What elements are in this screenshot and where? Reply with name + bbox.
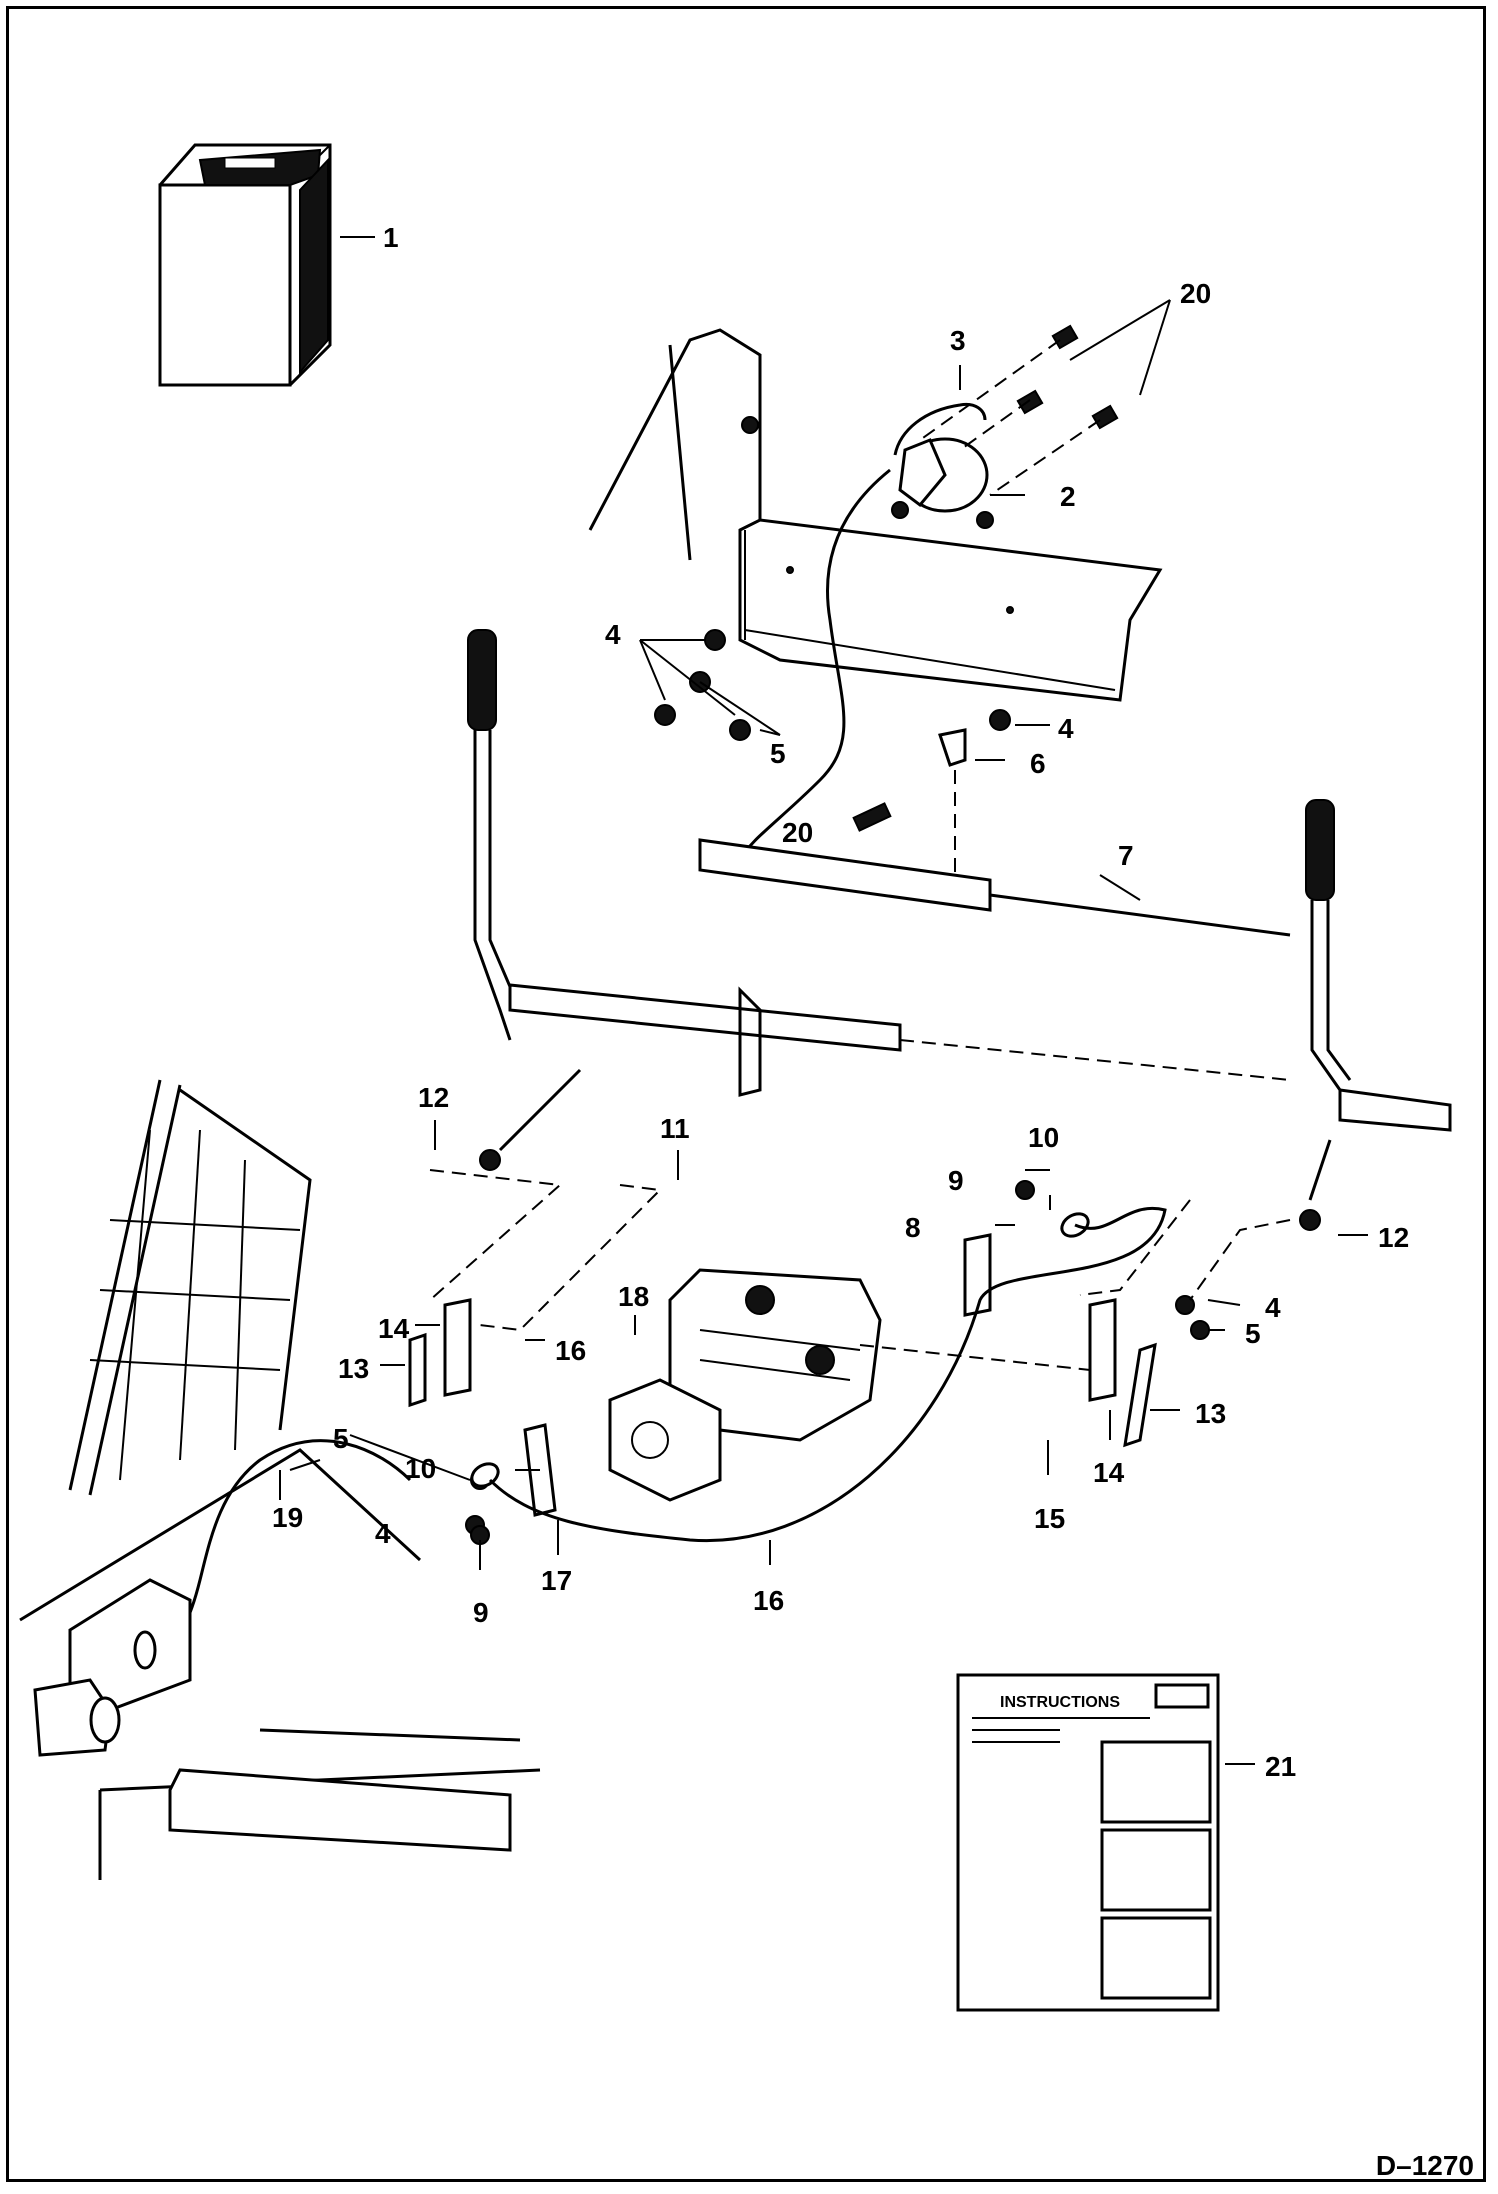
callout-7: 7 — [1118, 840, 1134, 871]
wire-19 — [159, 1439, 412, 1652]
plate-left — [443, 1298, 472, 1397]
callout-5-bracket: 5 — [770, 738, 786, 769]
callout-5-right: 5 — [1245, 1318, 1261, 1349]
instruction-sheet: INSTRUCTIONS — [956, 1673, 1220, 2012]
callout-21: 21 — [1265, 1751, 1296, 1782]
callout-13-left: 13 — [338, 1353, 369, 1384]
lower-bolt — [852, 802, 892, 832]
nut — [1015, 1180, 1035, 1200]
seat-switch — [33, 1578, 192, 1757]
callout-2: 2 — [1060, 481, 1076, 512]
leader-lines — [279, 236, 1368, 1765]
callout-17: 17 — [541, 1565, 572, 1596]
callout-6: 6 — [1030, 748, 1046, 779]
wire-16 — [488, 1206, 1167, 1543]
callout-5-left: 5 — [333, 1423, 349, 1454]
solenoid-wire — [738, 468, 891, 861]
arm-right — [1123, 1342, 1157, 1448]
callout-10-right: 10 — [1028, 1122, 1059, 1153]
callout-20-lower: 20 — [782, 817, 813, 848]
callout-14-right: 14 — [1093, 1457, 1125, 1488]
shaft-bracket — [738, 986, 762, 1097]
callout-19: 19 — [272, 1502, 303, 1533]
callout-10-left: 10 — [405, 1453, 436, 1484]
dashline — [899, 1039, 1291, 1081]
seat-frame — [19, 1079, 541, 1880]
dashline — [959, 399, 1031, 451]
callout-4-bracket: 4 — [605, 619, 621, 650]
callout-18: 18 — [618, 1281, 649, 1312]
lower-bracket — [698, 838, 992, 912]
left-control-lever — [467, 629, 522, 1041]
hydrostatic-pump — [608, 1268, 882, 1502]
instruction-sheet-title: INSTRUCTIONS — [1000, 1694, 1120, 1711]
nut — [1190, 1320, 1210, 1340]
dashline — [1079, 1199, 1191, 1296]
dashline — [919, 339, 1061, 441]
dashline — [989, 419, 1101, 496]
drawing-frame — [6, 6, 1486, 2182]
callout-4-left: 4 — [375, 1518, 391, 1549]
callout-4-clip: 4 — [1058, 713, 1074, 744]
callout-16-left: 16 — [555, 1335, 586, 1366]
callout-3: 3 — [950, 325, 966, 356]
dashline — [429, 1169, 563, 1301]
callouts: 1 2 3 20 4 5 4 6 20 7 12 11 10 9 8 12 18… — [272, 222, 1409, 1782]
callout-16-lower: 16 — [753, 1585, 784, 1616]
callout-9-lower: 9 — [473, 1597, 489, 1628]
clip — [938, 728, 967, 767]
callout-12-left: 12 — [418, 1082, 449, 1113]
dashline — [1189, 1219, 1291, 1301]
arm-left — [408, 1332, 427, 1408]
callout-9-upper: 9 — [948, 1165, 964, 1196]
bracket-8 — [963, 1233, 992, 1317]
right-control-lever — [1305, 799, 1352, 1091]
callout-12-right: 12 — [1378, 1222, 1409, 1253]
harness-wire — [989, 893, 1291, 937]
nut — [1175, 1295, 1195, 1315]
callout-14-left: 14 — [378, 1313, 410, 1344]
plate-right — [1088, 1298, 1117, 1402]
dashline — [859, 1344, 1091, 1371]
drawing-number: D–1270 — [1375, 2150, 1474, 2181]
wire-jumper — [893, 402, 987, 456]
dashline — [479, 1184, 663, 1332]
callout-4-right: 4 — [1265, 1292, 1281, 1323]
callout-8: 8 — [905, 1212, 921, 1243]
callout-13-right: 13 — [1195, 1398, 1226, 1429]
solenoid — [891, 437, 994, 529]
right-linkage — [1308, 1139, 1332, 1201]
mounting-bracket — [588, 328, 1163, 702]
callout-11: 11 — [660, 1113, 690, 1144]
callout-1: 1 — [383, 222, 399, 253]
kit-box — [158, 143, 332, 387]
shaft-end — [1338, 1088, 1452, 1132]
callout-15: 15 — [1034, 1503, 1065, 1534]
left-linkage — [498, 1068, 582, 1152]
callout-20-upper: 20 — [1180, 278, 1211, 309]
cross-shaft — [508, 983, 902, 1052]
